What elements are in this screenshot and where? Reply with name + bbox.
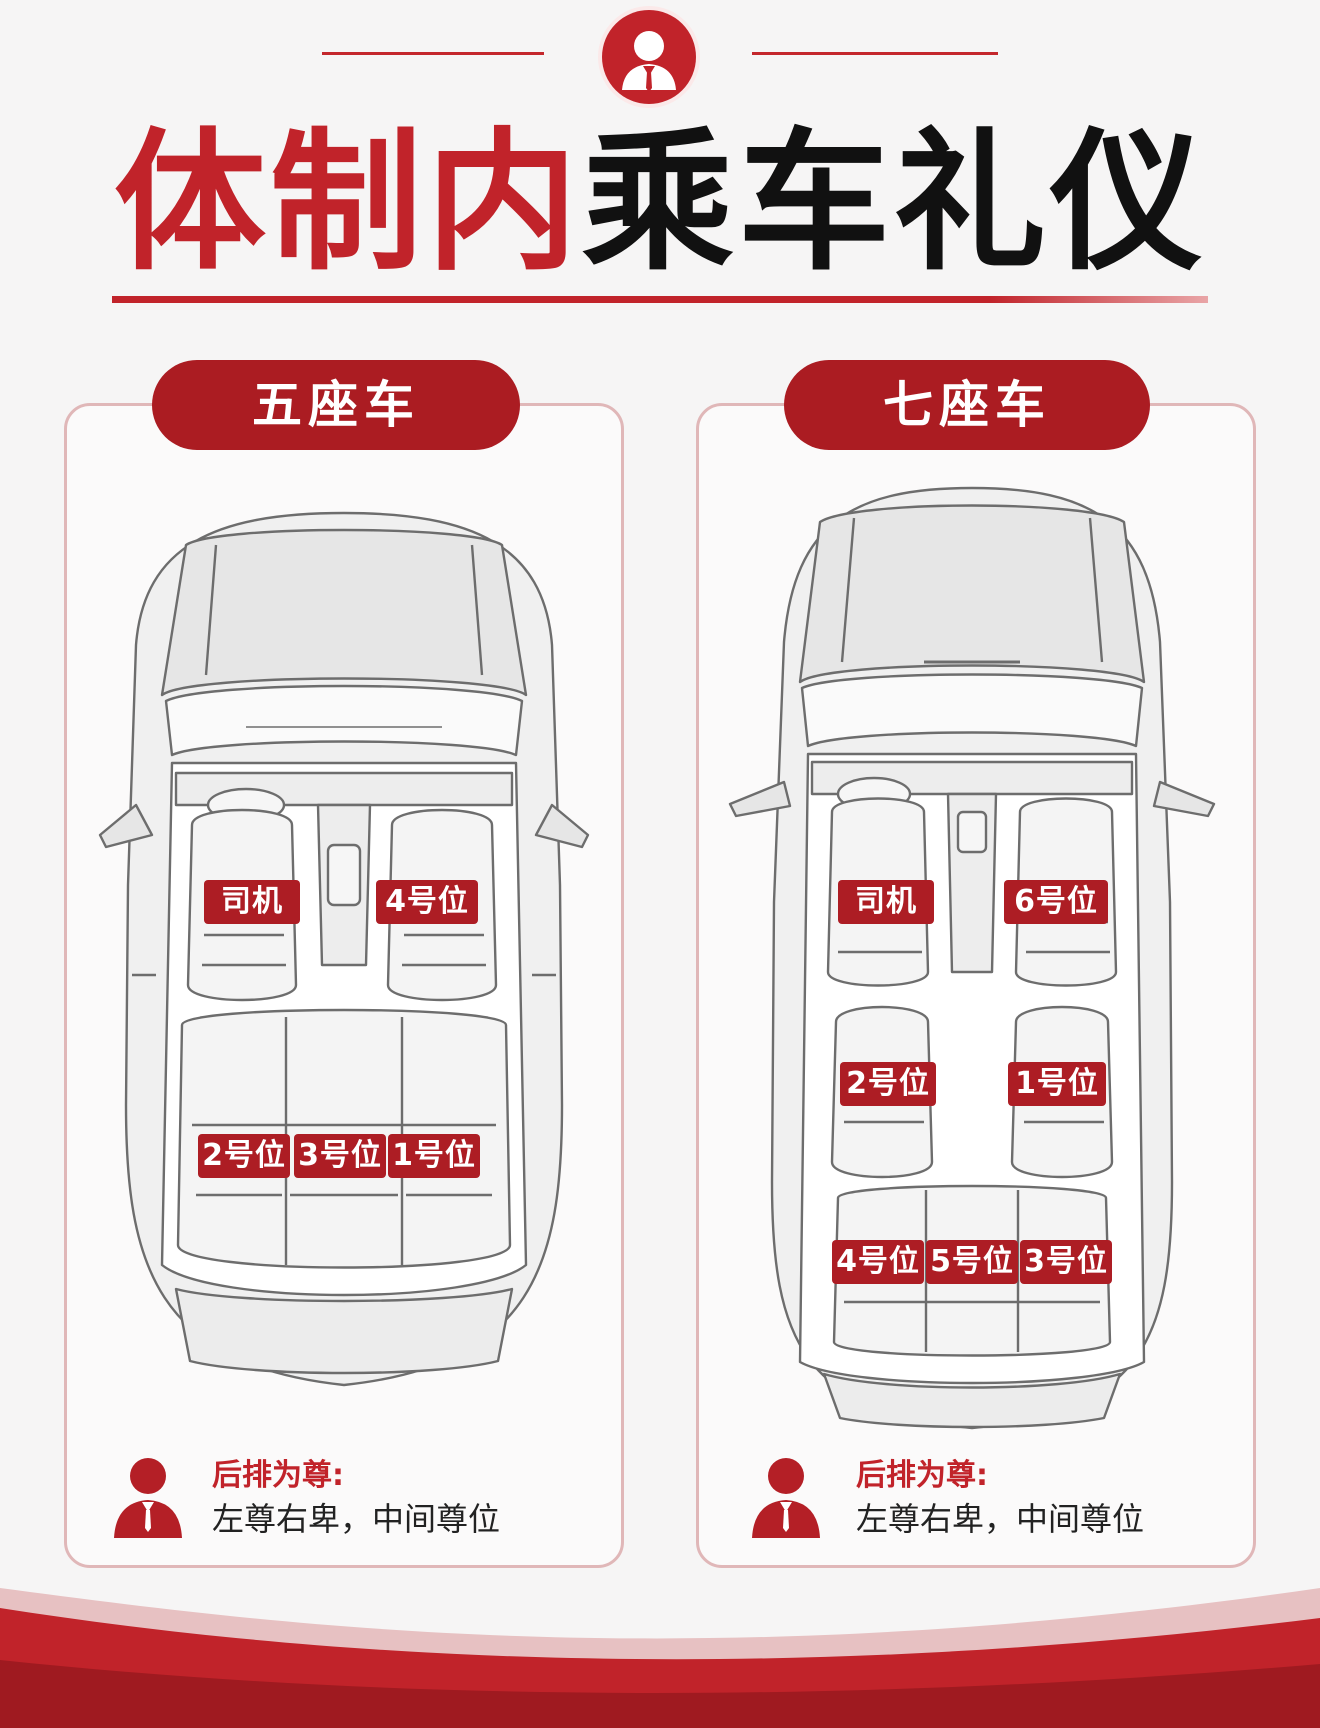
seat-tag-front-passenger: 6号位 bbox=[1004, 880, 1108, 924]
page-title: 体制内乘车礼仪 bbox=[0, 118, 1320, 288]
seven-seat-car-diagram bbox=[728, 486, 1216, 1430]
five-seat-rule-title: 后排为尊: bbox=[212, 1458, 344, 1493]
seven-seat-rule-title: 后排为尊: bbox=[856, 1458, 988, 1493]
header-line-left bbox=[322, 52, 544, 55]
seat-tag-front-passenger: 4号位 bbox=[376, 880, 478, 924]
seat-tag-rear-middle: 5号位 bbox=[926, 1240, 1018, 1284]
seat-tag-middle-right: 1号位 bbox=[1008, 1062, 1106, 1106]
seat-tag-middle-left: 2号位 bbox=[840, 1062, 936, 1106]
five-seat-rule-text: 左尊右卑，中间尊位 bbox=[212, 1500, 501, 1538]
title-black-part: 乘车礼仪 bbox=[582, 114, 1206, 291]
seat-tag-rear-left: 2号位 bbox=[198, 1134, 290, 1178]
person-icon bbox=[752, 1458, 820, 1538]
five-seat-label: 五座车 bbox=[152, 360, 520, 450]
businessman-icon bbox=[602, 10, 696, 104]
title-red-part: 体制内 bbox=[114, 114, 582, 291]
bottom-wave-decoration bbox=[0, 1588, 1320, 1728]
person-icon bbox=[114, 1458, 182, 1538]
title-underline bbox=[112, 296, 1208, 303]
five-seat-car-diagram bbox=[98, 511, 590, 1387]
seven-seat-rule-text: 左尊右卑，中间尊位 bbox=[856, 1500, 1145, 1538]
seat-tag-driver: 司机 bbox=[838, 880, 934, 924]
seat-tag-rear-right: 3号位 bbox=[1020, 1240, 1112, 1284]
seat-tag-driver: 司机 bbox=[204, 880, 300, 924]
header-line-right bbox=[752, 52, 998, 55]
seat-tag-rear-middle: 3号位 bbox=[294, 1134, 386, 1178]
seat-tag-rear-right: 1号位 bbox=[388, 1134, 480, 1178]
seven-seat-label: 七座车 bbox=[784, 360, 1150, 450]
seat-tag-rear-left: 4号位 bbox=[832, 1240, 924, 1284]
